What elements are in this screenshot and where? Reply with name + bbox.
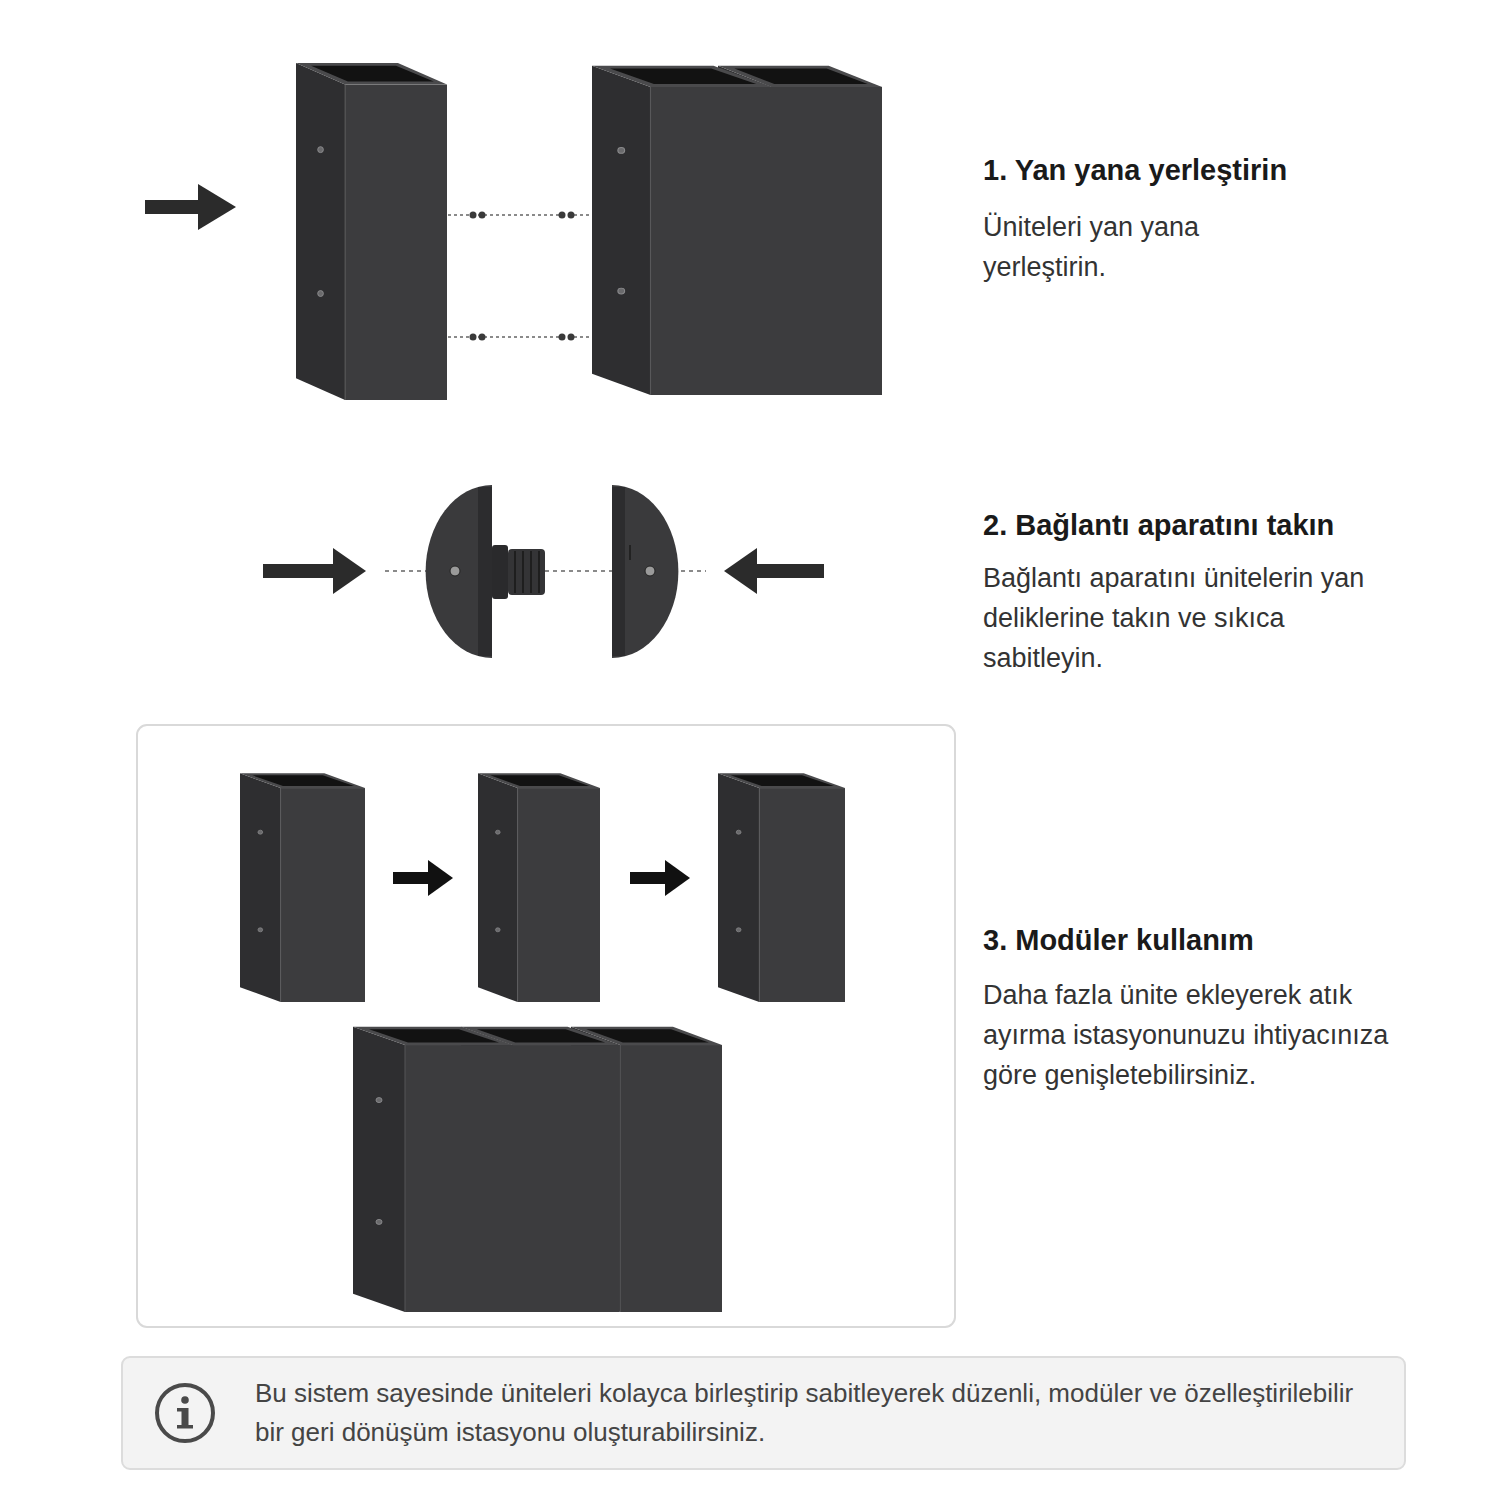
step3-illustration [137,725,955,1327]
info-box-ground [122,1357,1405,1469]
step-description: Daha fazla ünite ekleyerek atık ayırma i… [983,975,1393,1095]
step-description: Üniteleri yan yana yerleştirin. [983,207,1283,287]
step-heading: 2. Bağlantı aparatını takın [983,507,1483,543]
step2-illustration [263,485,824,658]
info-box: Bu sistem sayesinde üniteleri kolayca bi… [122,1357,1405,1469]
step-heading: 3. Modüler kullanım [983,922,1483,958]
step-heading: 1. Yan yana yerleştirin [983,152,1483,188]
step1-illustration [145,63,882,400]
info-icon [157,1385,213,1441]
info-note: Bu sistem sayesinde üniteleri kolayca bi… [255,1374,1365,1452]
step-description: Bağlantı aparatını ünitelerin yan delikl… [983,558,1393,678]
